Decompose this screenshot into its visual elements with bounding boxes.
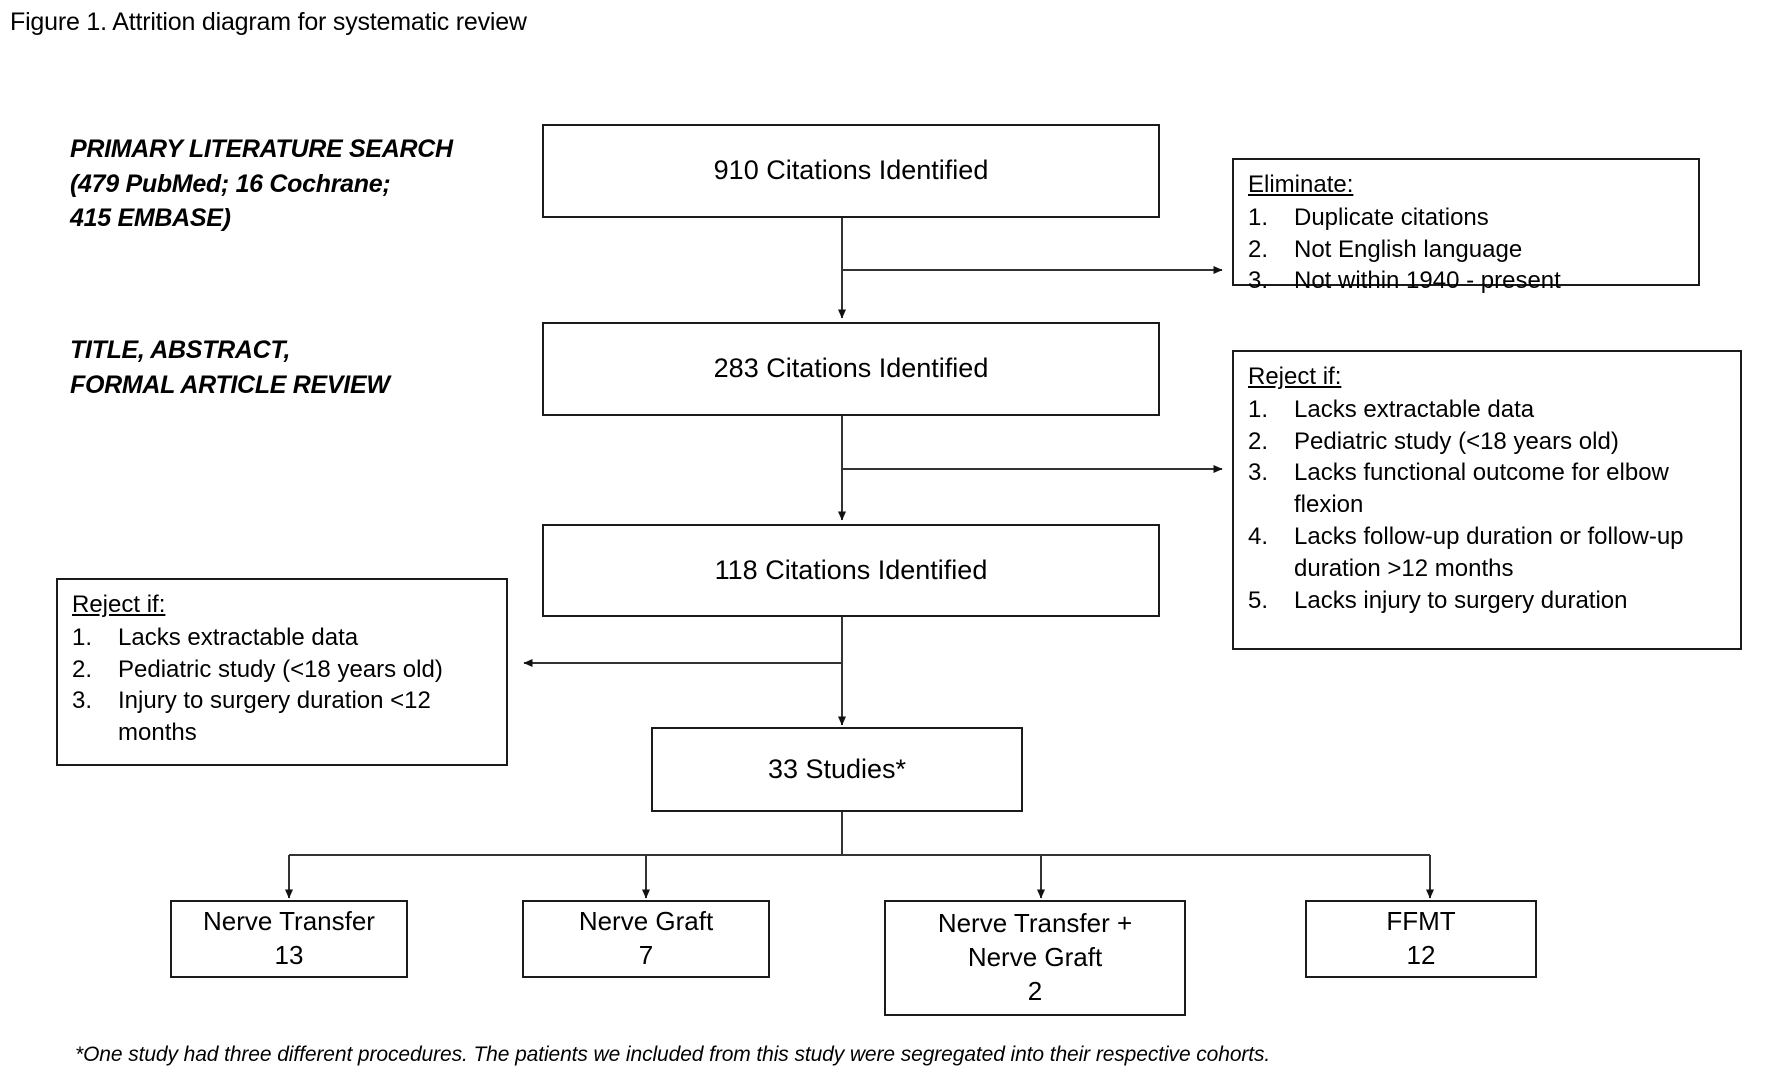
reject-if-left-box-title: Reject if: <box>72 591 166 618</box>
flow-box-studies-33: 33 Studies* <box>651 727 1023 812</box>
stage-primary-line2: (479 PubMed; 16 Cochrane; <box>70 169 391 198</box>
flow-box-citations-910-label: 910 Citations Identified <box>713 155 989 186</box>
list-item: 3. Not within 1940 - present <box>1248 265 1686 297</box>
reject-right-item-4-text: Lacks follow-up duration or follow-up du… <box>1294 523 1684 583</box>
eliminate-item-3-text: Not within 1940 - present <box>1294 267 1561 295</box>
list-item: 5. Lacks injury to surgery duration <box>1248 585 1728 617</box>
list-item: 3. Injury to surgery duration <12 months <box>72 685 494 749</box>
list-item: 2. Pediatric study (<18 years old) <box>1248 426 1728 458</box>
eliminate-item-3-num: 3. <box>1248 267 1269 295</box>
flow-box-citations-118: 118 Citations Identified <box>542 524 1160 617</box>
list-item: 3. Lacks functional outcome for elbow fl… <box>1248 457 1728 521</box>
leaf-nerve-graft-line1: Nerve Graft <box>578 906 714 937</box>
stage-primary-line1: PRIMARY LITERATURE SEARCH <box>70 135 453 163</box>
reject-right-item-2-num: 2. <box>1248 427 1269 455</box>
reject-right-item-1-num: 1. <box>1248 395 1269 423</box>
leaf-transfer-graft-count: 2 <box>1027 975 1043 1006</box>
leaf-nerve-transfer-count: 13 <box>274 940 304 970</box>
list-item: 1. Duplicate citations <box>1248 202 1686 234</box>
leaf-nerve-transfer-line1: Nerve Transfer <box>203 906 375 937</box>
eliminate-item-2-num: 2. <box>1248 235 1269 263</box>
eliminate-box: Eliminate: 1. Duplicate citations 2. Not… <box>1232 158 1700 294</box>
leaf-box-nerve-transfer: Nerve Transfer 13 <box>170 900 408 978</box>
reject-if-right-box: Reject if: 1. Lacks extractable data 2. … <box>1232 350 1742 650</box>
eliminate-item-1-num: 1. <box>1248 203 1269 231</box>
flow-box-studies-33-label: 33 Studies* <box>767 753 907 784</box>
list-item: 2. Pediatric study (<18 years old) <box>72 654 494 686</box>
reject-right-item-2-text: Pediatric study (<18 years old) <box>1294 427 1619 455</box>
figure-footnote: *One study had three different procedure… <box>75 1043 1271 1066</box>
leaf-box-nerve-transfer-plus-graft: Nerve Transfer + Nerve Graft 2 <box>884 900 1186 1016</box>
reject-right-item-5-num: 5. <box>1248 587 1269 615</box>
list-item: 2. Not English language <box>1248 234 1686 266</box>
stage-review-line1: TITLE, ABSTRACT, <box>70 336 291 364</box>
flow-box-citations-283: 283 Citations Identified <box>542 322 1160 416</box>
reject-left-item-3-text: Injury to surgery duration <12 months <box>118 687 431 747</box>
stage-primary-line3: 415 EMBASE) <box>70 204 231 232</box>
flow-box-citations-910: 910 Citations Identified <box>542 124 1160 218</box>
list-item: 4. Lacks follow-up duration or follow-up… <box>1248 521 1728 585</box>
reject-left-item-1-num: 1. <box>72 623 93 651</box>
list-item: 1. Lacks extractable data <box>72 622 494 654</box>
eliminate-item-1-text: Duplicate citations <box>1294 203 1489 231</box>
leaf-box-ffmt: FFMT 12 <box>1305 900 1537 978</box>
reject-right-item-3-num: 3. <box>1248 459 1269 487</box>
reject-right-item-1-text: Lacks extractable data <box>1294 395 1535 423</box>
reject-if-right-box-list: 1. Lacks extractable data 2. Pediatric s… <box>1248 394 1728 617</box>
figure-caption: Figure 1. Attrition diagram for systemat… <box>10 8 527 36</box>
stage-label-primary-literature-search: PRIMARY LITERATURE SEARCH (479 PubMed; 1… <box>70 132 470 236</box>
stage-label-title-abstract-review: TITLE, ABSTRACT, FORMAL ARTICLE REVIEW <box>70 333 490 402</box>
reject-left-item-3-num: 3. <box>72 687 93 715</box>
leaf-box-nerve-graft: Nerve Graft 7 <box>522 900 770 978</box>
leaf-nerve-graft-count: 7 <box>638 940 654 970</box>
reject-if-left-box: Reject if: 1. Lacks extractable data 2. … <box>56 578 508 766</box>
stage-review-line2: FORMAL ARTICLE REVIEW <box>70 370 390 399</box>
reject-left-item-1-text: Lacks extractable data <box>118 623 359 651</box>
leaf-transfer-graft-line2: Nerve Graft <box>967 942 1103 973</box>
reject-if-right-box-title: Reject if: <box>1248 363 1342 390</box>
leaf-ffmt-line1: FFMT <box>1386 906 1456 937</box>
leaf-ffmt-count: 12 <box>1406 940 1436 970</box>
reject-left-item-2-num: 2. <box>72 655 93 683</box>
leaf-transfer-graft-line1: Nerve Transfer + <box>937 908 1133 939</box>
flow-box-citations-283-label: 283 Citations Identified <box>713 353 989 384</box>
reject-if-left-box-list: 1. Lacks extractable data 2. Pediatric s… <box>72 622 494 750</box>
reject-right-item-4-num: 4. <box>1248 523 1269 551</box>
list-item: 1. Lacks extractable data <box>1248 394 1728 426</box>
eliminate-box-list: 1. Duplicate citations 2. Not English la… <box>1248 202 1686 298</box>
flow-box-citations-118-label: 118 Citations Identified <box>714 554 988 585</box>
reject-left-item-2-text: Pediatric study (<18 years old) <box>118 655 443 683</box>
reject-right-item-5-text: Lacks injury to surgery duration <box>1294 587 1628 615</box>
eliminate-item-2-text: Not English language <box>1294 235 1523 263</box>
reject-right-item-3-text: Lacks functional outcome for elbow flexi… <box>1294 459 1669 519</box>
eliminate-box-title: Eliminate: <box>1248 171 1354 198</box>
